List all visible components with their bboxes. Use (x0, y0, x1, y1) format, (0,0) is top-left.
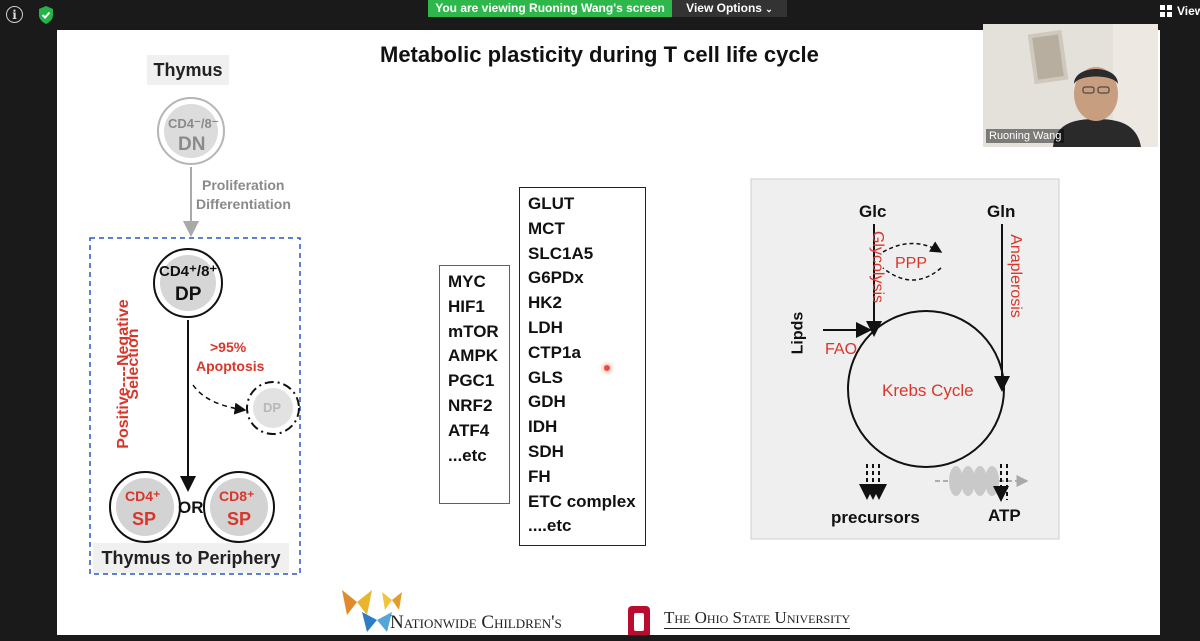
dn-cell (157, 97, 225, 165)
cd4-type-label: SP (132, 509, 157, 529)
regulator-item: MYC (448, 272, 486, 291)
osu-block-o-logo (628, 606, 650, 635)
proliferation-label: Proliferation (202, 177, 285, 193)
gln-label: Gln (987, 202, 1016, 221)
thymus-label: Thymus (147, 55, 229, 85)
periphery-label: Thymus to Periphery (93, 543, 289, 573)
apoptosis-percent: >95% (210, 339, 247, 355)
enzyme-item: MCT (528, 218, 565, 238)
regulator-item: ATF4 (448, 420, 490, 440)
lipids-label: Lipds (789, 311, 807, 355)
nationwide-logo-text: Nationwide Children's (390, 612, 562, 633)
krebs-cycle-label: Krebs Cycle (882, 381, 974, 400)
apoptosis-arrow (192, 384, 247, 415)
cd8-type-label: SP (227, 509, 252, 529)
enzyme-list: GLUT MCT SLC1A5 G6PDx HK2 LDH CTP1a GLS … (519, 187, 646, 546)
butterfly-logo (342, 590, 402, 632)
enzyme-item: SLC1A5 (528, 243, 594, 263)
zoom-bottom-bar (0, 635, 1200, 641)
enzyme-item: GLUT (528, 194, 575, 213)
cd8-sp-cell (203, 471, 275, 543)
enzyme-item: CTP1a (528, 342, 581, 362)
glycolysis-label: Glycolysis (869, 230, 886, 303)
ppp-label: PPP (895, 255, 928, 272)
view-button[interactable]: View (1160, 4, 1200, 18)
cd8-marker-label: CD8⁺ (219, 488, 255, 504)
osu-logo-text: The Ohio State University (664, 608, 851, 629)
atp-label: ATP (988, 506, 1021, 525)
grid-icon (1160, 5, 1172, 17)
regulator-item: AMPK (448, 346, 499, 366)
enzyme-item: GLS (528, 367, 563, 387)
slide-diagram (89, 97, 1060, 635)
speaker-portrait (983, 24, 1158, 147)
selection-line2: Selection (125, 328, 142, 400)
dn-type-label: DN (178, 134, 206, 155)
participant-video[interactable]: Ruoning Wang (983, 24, 1158, 147)
regulator-item: HIF1 (448, 296, 485, 316)
enzyme-item: GDH (528, 392, 566, 412)
viewing-banner: You are viewing Ruoning Wang's screen (428, 0, 672, 17)
regulator-item: NRF2 (448, 395, 493, 415)
dp-cell (153, 248, 223, 318)
regulator-list: MYC HIF1 mTOR AMPK PGC1 NRF2 ATF4 ...etc (439, 265, 510, 504)
participant-name: Ruoning Wang (986, 129, 1065, 143)
regulator-item: ...etc (448, 445, 487, 465)
info-icon[interactable]: i (6, 6, 23, 23)
cd4-marker-label: CD4⁺ (125, 488, 161, 504)
enzyme-item: G6PDx (528, 268, 584, 288)
precursors-label: precursors (831, 508, 920, 527)
laser-pointer-dot (604, 365, 610, 371)
dead-dp-label: DP (263, 400, 282, 415)
or-label: OR (178, 498, 204, 517)
anaplerosis-label: Anaplerosis (1007, 234, 1024, 318)
krebs-diagram (750, 178, 1060, 540)
shared-slide: Metabolic plasticity during T cell life … (57, 30, 1160, 635)
enzyme-item: HK2 (528, 293, 563, 313)
differentiation-label: Differentiation (196, 196, 291, 212)
selection-box (89, 237, 301, 575)
cd4-sp-cell (109, 471, 181, 543)
enzyme-item: ....etc (528, 516, 572, 536)
slide-title: Metabolic plasticity during T cell life … (380, 42, 819, 67)
enzyme-item: ETC complex (528, 491, 636, 511)
dp-marker-label: CD4⁺/8⁺ (159, 263, 218, 280)
view-options-button[interactable]: View Options ⌄ (672, 0, 787, 17)
regulator-item: PGC1 (448, 371, 495, 391)
glc-label: Glc (859, 202, 887, 221)
dead-dp-cell (246, 381, 300, 435)
dp-type-label: DP (175, 284, 202, 305)
enzyme-item: SDH (528, 441, 564, 461)
chevron-down-icon: ⌄ (765, 4, 773, 14)
view-options-label: View Options (686, 1, 762, 15)
fao-label: FAO (825, 341, 858, 358)
apoptosis-label: Apoptosis (196, 358, 265, 374)
enzyme-item: LDH (528, 317, 563, 337)
dn-marker-label: CD4⁻/8⁻ (168, 116, 219, 131)
view-button-label: View (1177, 4, 1200, 18)
enzyme-item: IDH (528, 417, 558, 437)
enzyme-item: FH (528, 466, 551, 486)
shield-check-icon[interactable] (36, 5, 56, 25)
regulator-item: mTOR (448, 321, 499, 341)
